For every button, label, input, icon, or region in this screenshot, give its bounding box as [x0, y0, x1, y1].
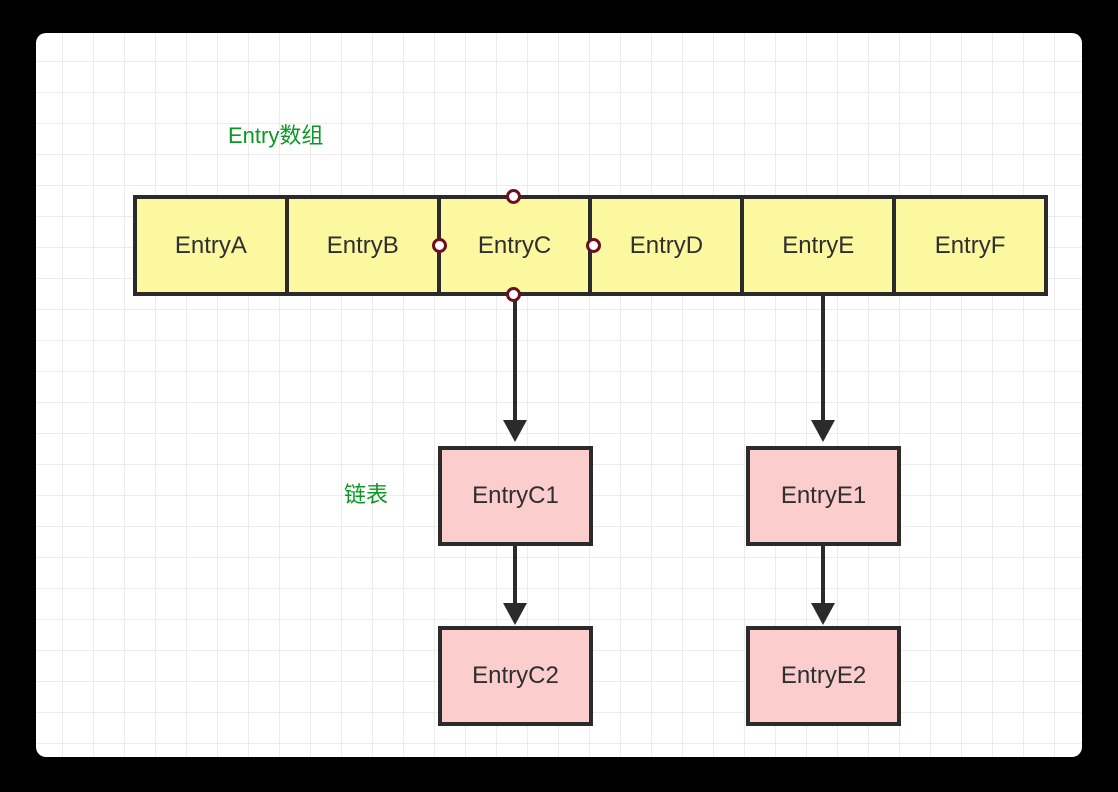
entry-array-label: Entry数组 — [228, 123, 324, 148]
arrowhead-icon-entrye2 — [811, 603, 835, 625]
connection-handle-icon-bottom[interactable] — [506, 287, 521, 302]
array-cell-label: EntryC — [477, 231, 552, 259]
array-cell-label: EntryB — [326, 231, 399, 259]
arrowhead-icon-entrye1 — [811, 420, 835, 442]
list-node-label: EntryC2 — [472, 662, 559, 689]
connection-handle-icon-top[interactable] — [506, 189, 521, 204]
connector-entrye1-to-entrye2 — [821, 546, 825, 610]
connection-handle-icon-right[interactable] — [586, 238, 601, 253]
array-cell-entryf[interactable]: EntryF — [896, 199, 1044, 292]
array-cell-entryb[interactable]: EntryB — [289, 199, 441, 292]
array-cell-entrye[interactable]: EntryE — [744, 199, 897, 292]
array-cell-entryd[interactable]: EntryD — [592, 199, 745, 292]
diagram-canvas: Entry数组 链表 EntryA EntryB EntryC EntryD E… — [36, 33, 1082, 757]
list-node-entrye1[interactable]: EntryE1 — [746, 446, 901, 546]
list-node-label: EntryE2 — [780, 662, 867, 689]
linked-list-label: 链表 — [344, 482, 389, 507]
array-cell-label: EntryD — [629, 231, 704, 259]
connector-entrye-to-entrye1 — [821, 296, 825, 426]
array-cell-entryc[interactable]: EntryC — [441, 199, 593, 292]
list-node-label: EntryE1 — [780, 482, 867, 509]
array-cell-entrya[interactable]: EntryA — [137, 199, 289, 292]
list-node-entrye2[interactable]: EntryE2 — [746, 626, 901, 726]
list-node-entryc2[interactable]: EntryC2 — [438, 626, 593, 726]
list-node-label: EntryC1 — [472, 482, 559, 509]
connection-handle-icon-left[interactable] — [432, 238, 447, 253]
connector-entryc1-to-entryc2 — [513, 546, 517, 610]
array-cell-label: EntryE — [782, 231, 855, 259]
array-cell-label: EntryF — [934, 231, 1006, 259]
array-cell-label: EntryA — [174, 231, 247, 259]
arrowhead-icon-entryc1 — [503, 420, 527, 442]
connector-entryc-to-entryc1 — [513, 296, 517, 426]
list-node-entryc1[interactable]: EntryC1 — [438, 446, 593, 546]
arrowhead-icon-entryc2 — [503, 603, 527, 625]
